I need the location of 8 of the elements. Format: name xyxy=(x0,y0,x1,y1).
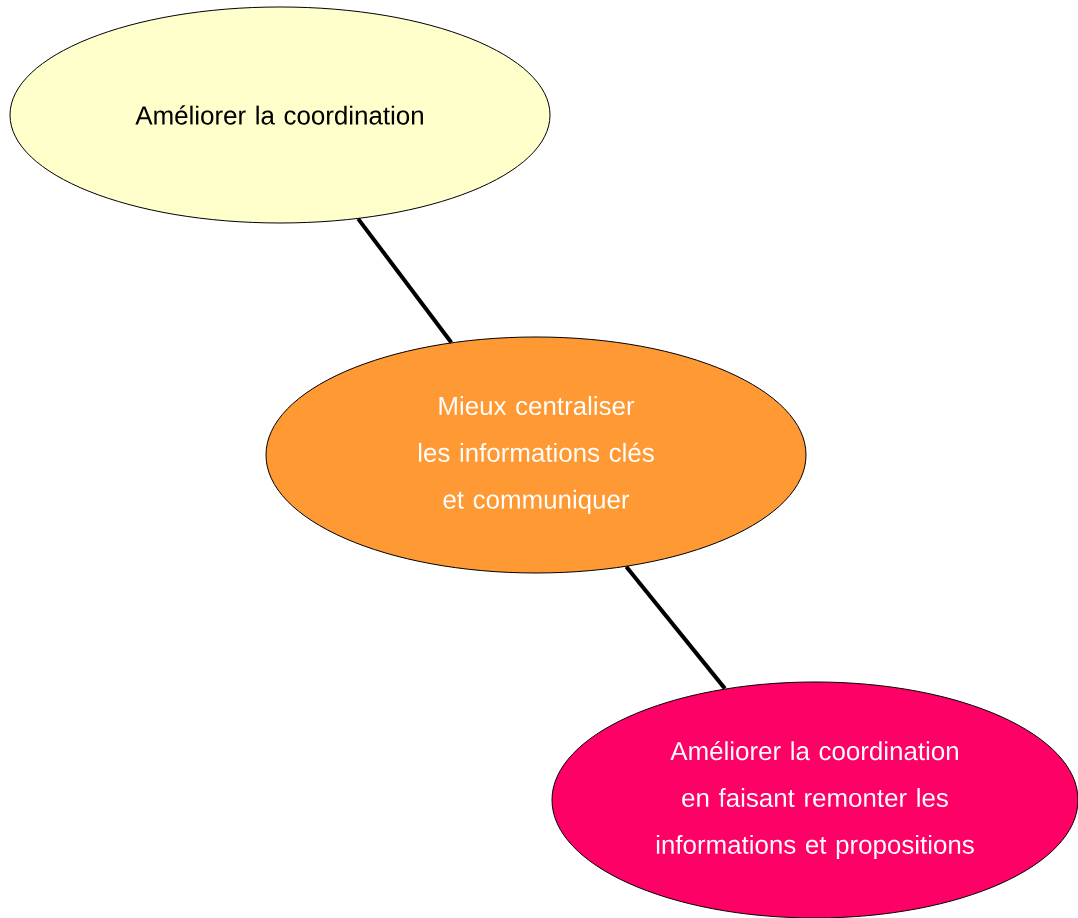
node-text: Améliorer la coordination en faisant remonter les informations et propositions xyxy=(656,740,974,860)
ellipse-node xyxy=(551,681,1078,918)
ellipse-node xyxy=(265,336,807,574)
node-text: Améliorer la coordination xyxy=(135,105,423,125)
connector-line xyxy=(624,565,727,690)
connector-line xyxy=(356,217,453,344)
node-text: Mieux centraliser les informations clés et communiquer xyxy=(419,396,654,514)
ellipse-node xyxy=(9,6,551,224)
